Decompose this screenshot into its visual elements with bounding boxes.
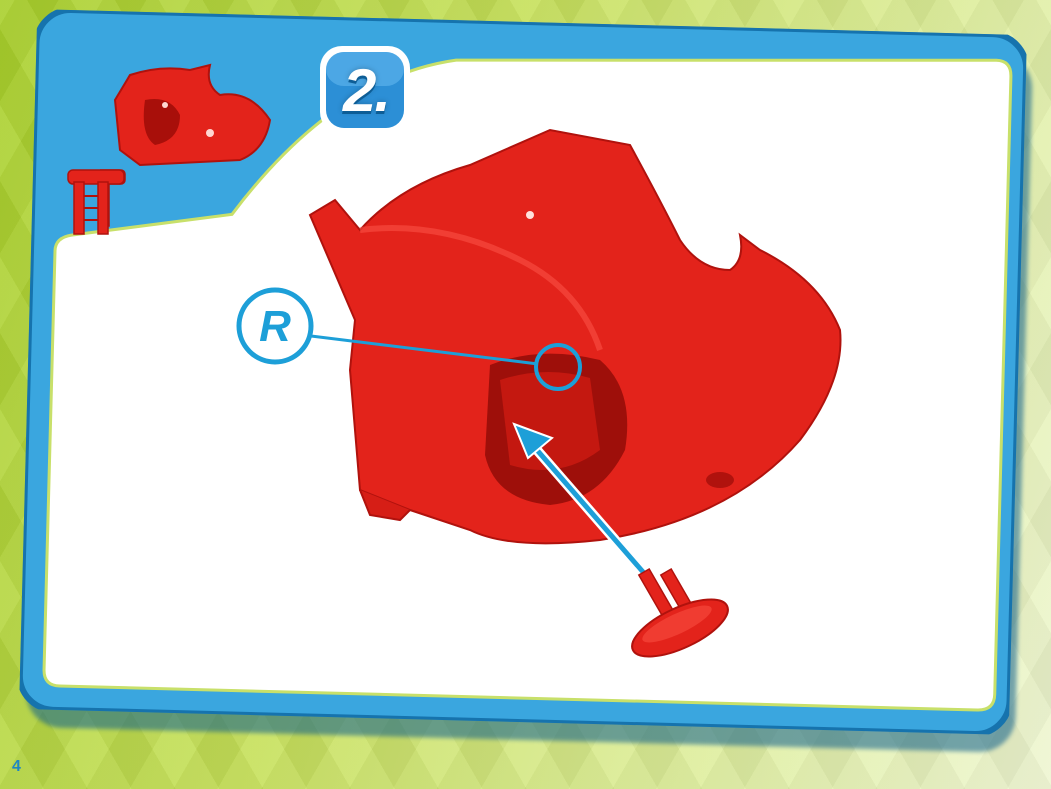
- callout-label: R: [235, 287, 315, 367]
- callout-leader-line: [311, 336, 538, 364]
- red-pin-icon: [60, 168, 130, 238]
- callout-target-circle: [536, 345, 580, 389]
- red-pin-part: [605, 560, 745, 660]
- page-number: 4: [12, 758, 21, 776]
